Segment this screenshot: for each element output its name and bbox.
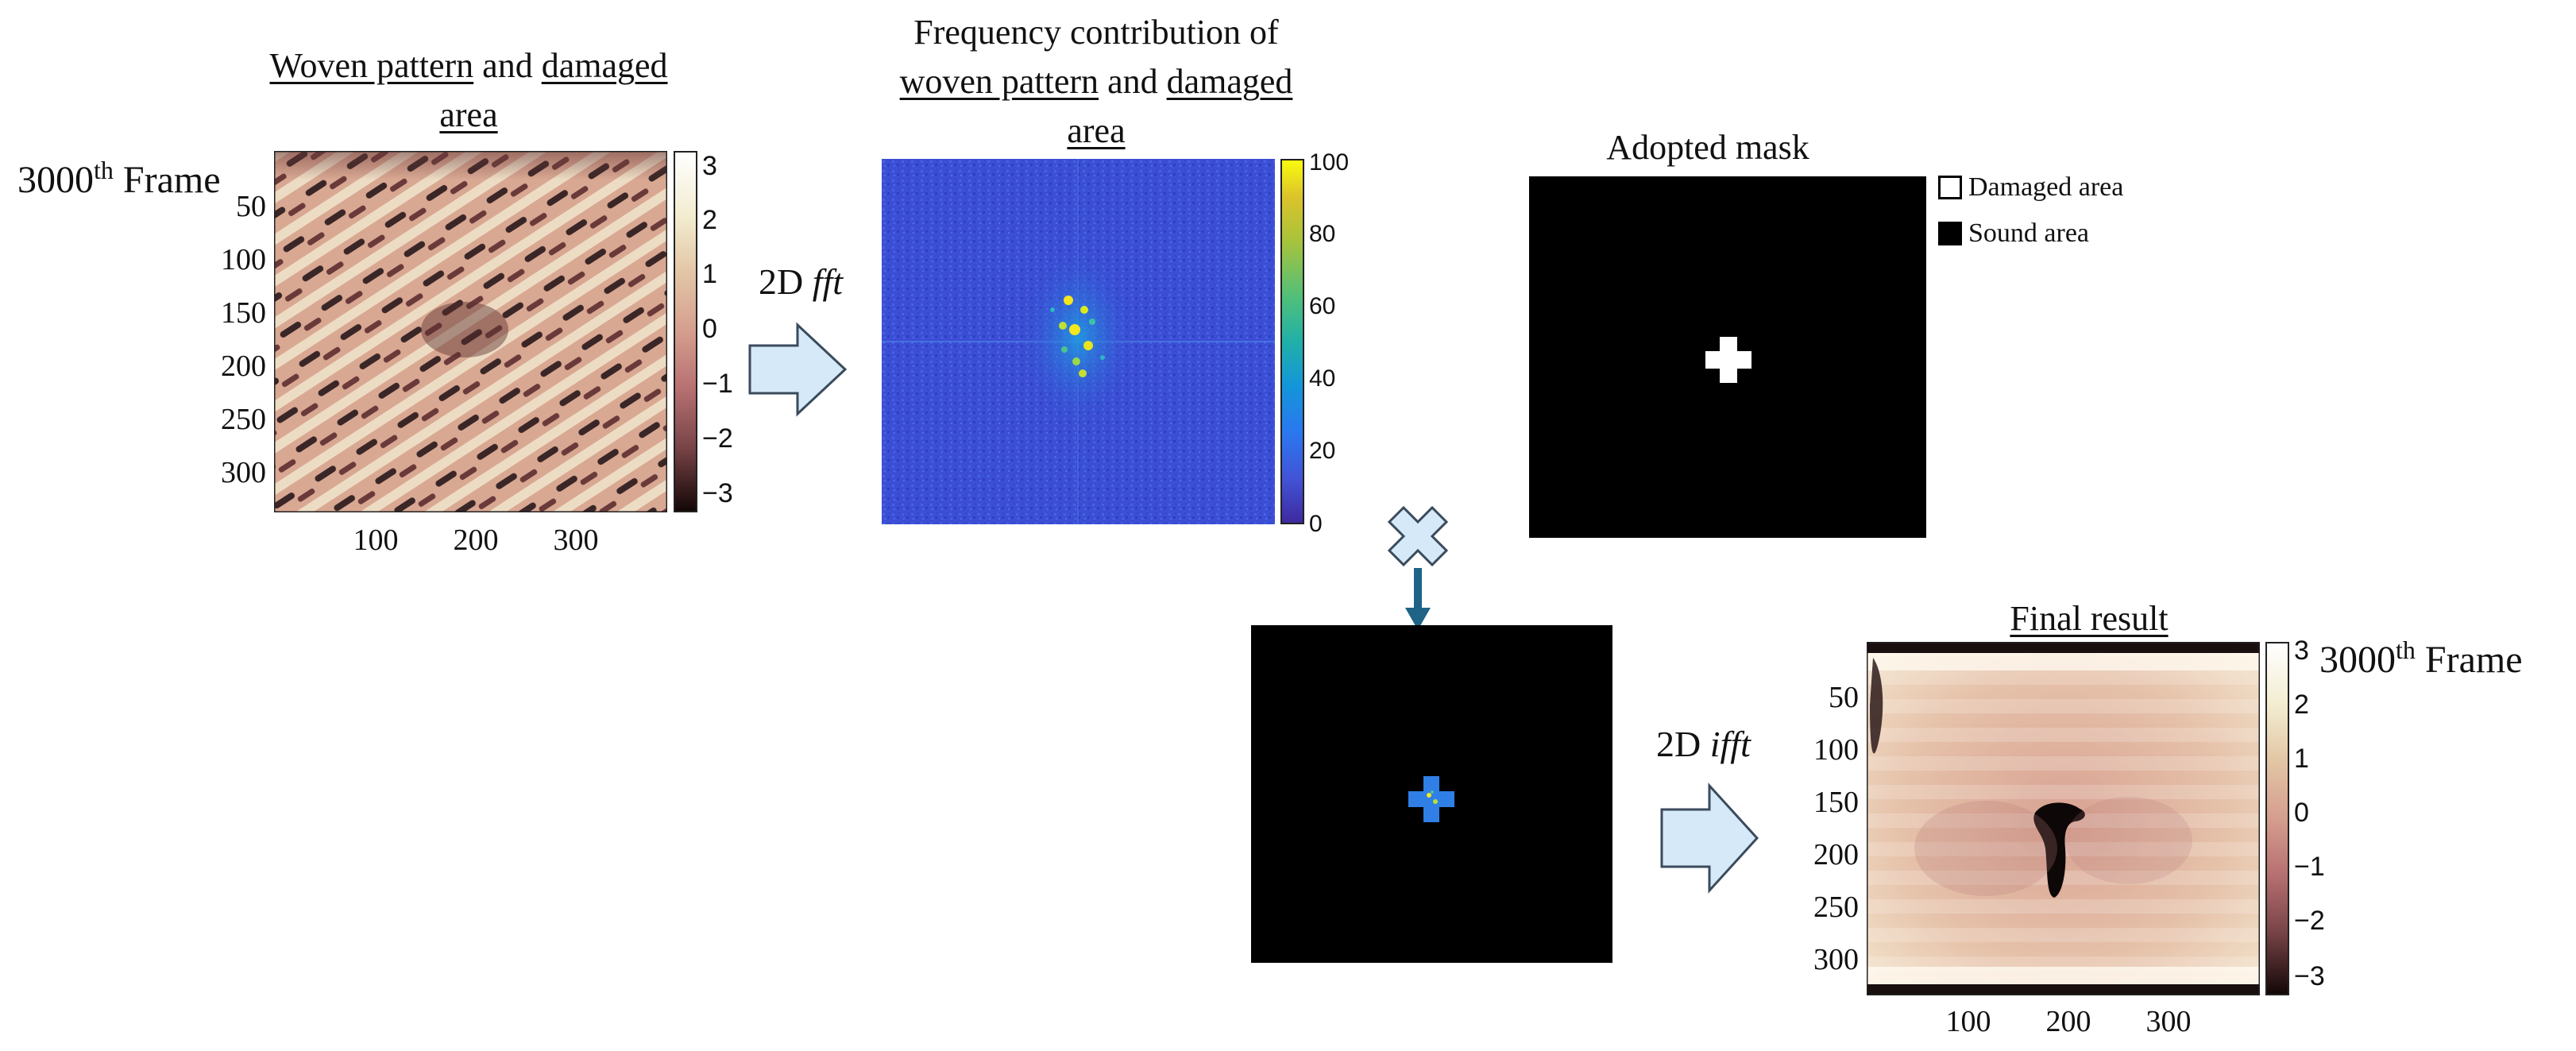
spectrum-center-glow <box>1018 246 1137 429</box>
panel2-title-and: and <box>1099 62 1167 101</box>
fft-arrow <box>748 322 848 417</box>
panel1-xtick-300: 300 <box>553 524 599 557</box>
panel2-cbtick-40: 40 <box>1309 365 1336 392</box>
panel5-cbtick-3: 3 <box>2294 636 2309 666</box>
panel1-title: Woven pattern and damaged area <box>191 41 747 140</box>
legend-item-damaged: Damaged area <box>1938 173 2123 202</box>
panel2-title: Frequency contribution of woven pattern … <box>818 8 1374 156</box>
ifft-arrow <box>1660 782 1759 894</box>
adopted-mask-image <box>1529 176 1926 538</box>
ifft-prefix: 2D <box>1656 724 1710 764</box>
panel2-title-line3: area <box>1067 111 1126 150</box>
panel1-ytick-150: 150 <box>221 296 266 330</box>
panel5-ytick-250: 250 <box>1813 891 1859 924</box>
panel5-cbtick-2: 2 <box>2294 690 2309 720</box>
panel1-colorbar-ticks: 3 2 1 0 −1 −2 −3 <box>702 151 758 512</box>
panel2-cbtick-20: 20 <box>1309 438 1336 464</box>
panel1-xtick-200: 200 <box>453 524 499 557</box>
panel5-xtick-200: 200 <box>2045 1005 2091 1038</box>
legend-label-damaged: Damaged area <box>1968 172 2124 202</box>
panel5-colorbar-ticks: 3 2 1 0 −1 −2 −3 <box>2294 636 2350 1001</box>
panel1-frame-number: 3000 <box>17 159 94 201</box>
panel5-cbtick-m3: −3 <box>2294 961 2325 991</box>
ifft-op: ifft <box>1709 724 1751 764</box>
down-arrow-icon <box>1405 568 1431 630</box>
panel5-frame-label: 3000th Frame <box>2319 628 2523 682</box>
panel5-cbtick-m2: −2 <box>2294 906 2325 936</box>
woven-pattern-image <box>274 151 667 512</box>
panel5-xtick-300: 300 <box>2145 1005 2192 1038</box>
panel1-cbtick-3: 3 <box>702 151 717 181</box>
panel5-frame-number: 3000 <box>2319 639 2396 681</box>
panel1-ytick-50: 50 <box>236 190 266 223</box>
panel2-cbtick-100: 100 <box>1309 149 1350 176</box>
multiply-cross-icon <box>1387 505 1449 567</box>
legend-item-sound: Sound area <box>1938 219 2123 248</box>
left-edge-defect <box>1870 658 1883 754</box>
mask-legend: Damaged area Sound area <box>1938 173 2123 248</box>
panel1-frame-suffix: th <box>94 156 114 184</box>
fft-prefix: 2D <box>759 261 813 302</box>
legend-swatch-damaged <box>1938 176 1962 199</box>
panel5-title: Final result <box>1890 594 2288 643</box>
fft-label: 2D fft <box>759 262 843 302</box>
panel1-title-and: and <box>473 46 542 85</box>
panel5-ytick-200: 200 <box>1813 838 1859 871</box>
final-result-image <box>1867 642 2260 995</box>
masked-cross <box>1408 776 1454 822</box>
panel1-cbtick-2: 2 <box>702 205 717 235</box>
spectrum-peaks <box>1050 296 1105 377</box>
panel5-x-ticks: 100 200 300 <box>1867 1006 2260 1041</box>
masked-spectrum-image <box>1251 625 1612 963</box>
panel5-ytick-50: 50 <box>1829 681 1859 714</box>
frequency-spectrum-image <box>882 159 1275 524</box>
panel5-ytick-100: 100 <box>1813 733 1859 767</box>
panel2-cbtick-0: 0 <box>1309 511 1323 537</box>
panel1-ytick-250: 250 <box>221 403 266 436</box>
panel1-cbtick-0: 0 <box>702 314 717 344</box>
panel1-title-part1: Woven pattern <box>269 46 474 85</box>
panel1-frame-label: 3000th Frame <box>17 148 221 203</box>
panel5-ytick-150: 150 <box>1813 786 1859 819</box>
panel5-title-text: Final result <box>2010 599 2169 638</box>
panel2-title-part1: woven pattern <box>899 62 1099 101</box>
panel2-title-part2: damaged <box>1166 62 1293 101</box>
panel5-y-ticks: 50 100 150 200 250 300 <box>1771 642 1859 995</box>
panel1-title-part2: damaged <box>541 46 668 85</box>
legend-label-sound: Sound area <box>1968 218 2090 248</box>
panel1-ytick-200: 200 <box>221 350 266 383</box>
panel1-ytick-100: 100 <box>221 243 266 276</box>
panel1-damage-spot <box>421 302 508 357</box>
panel1-x-ticks: 100 200 300 <box>274 524 667 559</box>
mask-cross <box>1705 337 1751 383</box>
panel5-cbtick-m1: −1 <box>2294 852 2325 882</box>
panel2-colorbar <box>1280 159 1304 524</box>
panel2-colorbar-ticks: 100 80 60 40 20 0 <box>1309 149 1373 537</box>
panel1-frame-word: Frame <box>113 159 221 201</box>
panel1-ytick-300: 300 <box>221 456 266 489</box>
panel2-cbtick-80: 80 <box>1309 221 1336 247</box>
panel1-title-line2: area <box>439 95 498 134</box>
panel2-cbtick-60: 60 <box>1309 293 1336 319</box>
panel5-frame-suffix: th <box>2396 636 2416 664</box>
fft-op: fft <box>812 261 844 302</box>
panel1-cbtick-m3: −3 <box>702 478 733 508</box>
panel5-ytick-300: 300 <box>1813 943 1859 976</box>
legend-swatch-sound <box>1938 222 1962 245</box>
ifft-label: 2D ifft <box>1656 724 1751 764</box>
panel1-colorbar <box>674 151 697 512</box>
panel2-title-line1: Frequency contribution of <box>913 13 1279 52</box>
panel5-frame-word: Frame <box>2415 639 2523 681</box>
panel1-xtick-100: 100 <box>353 524 399 557</box>
panel5-colorbar <box>2265 642 2289 995</box>
damaged-region <box>2033 802 2085 898</box>
panel5-xtick-100: 100 <box>1945 1005 1991 1038</box>
panel1-cbtick-m2: −2 <box>702 423 733 454</box>
panel3-title: Adopted mask <box>1606 128 1809 167</box>
panel1-cbtick-1: 1 <box>702 259 717 289</box>
panel1-y-ticks: 50 100 150 200 250 300 <box>179 151 266 512</box>
panel1-cbtick-m1: −1 <box>702 369 733 399</box>
panel5-cbtick-1: 1 <box>2294 744 2309 774</box>
panel5-cbtick-0: 0 <box>2294 798 2309 828</box>
